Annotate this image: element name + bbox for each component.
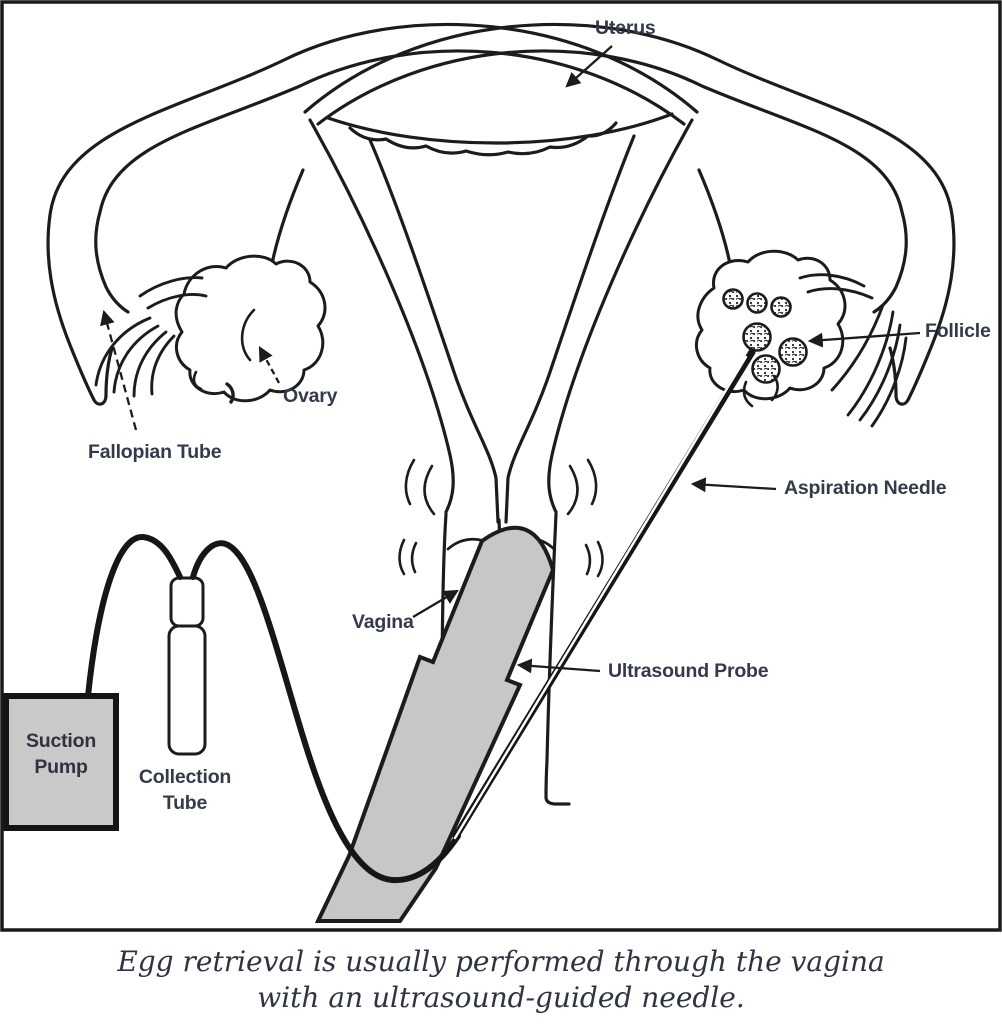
figure-border	[0, 0, 1002, 932]
right-tube-outer	[303, 22, 956, 406]
left-ovary	[174, 254, 327, 404]
vagina-wall-right	[544, 512, 571, 806]
ultrasound-probe-arrow	[516, 658, 601, 674]
follicles	[722, 288, 808, 384]
aspiration-needle	[452, 348, 756, 840]
label-ovary: Ovary	[283, 385, 338, 407]
fallopian-tube-arrow	[100, 309, 138, 431]
vagina-arrow	[412, 589, 459, 618]
caption-line-1: Egg retrieval is usually performed throu…	[117, 945, 885, 978]
label-collection-tube: Collection Tube	[138, 766, 232, 814]
right-ovary	[694, 249, 847, 408]
label-ultrasound-probe: Ultrasound Probe	[608, 660, 769, 682]
left-fimbriae	[94, 276, 208, 398]
label-vagina: Vagina	[352, 611, 414, 633]
ovary-arrow	[258, 346, 281, 384]
anatomy-illustration	[0, 0, 1002, 932]
right-tube-inner	[316, 49, 908, 314]
label-aspiration-needle: Aspiration Needle	[784, 477, 947, 499]
figure-caption: Egg retrieval is usually performed throu…	[0, 944, 1002, 1016]
uterus-arrow	[565, 45, 613, 88]
suction-pump	[3, 693, 119, 831]
label-uterus: Uterus	[595, 17, 656, 39]
collection-tube	[167, 576, 207, 756]
caption-line-2: with an ultrasound-guided needle.	[257, 981, 745, 1014]
suction-tubing	[85, 534, 461, 884]
annotation-arrows	[100, 45, 921, 674]
ultrasound-probe	[314, 525, 556, 923]
left-tube-inner	[94, 49, 686, 314]
aspiration-needle-arrow	[690, 477, 777, 493]
label-follicle: Follicle	[925, 320, 991, 342]
follicle-arrow	[807, 331, 921, 348]
label-fallopian-tube: Fallopian Tube	[88, 441, 222, 463]
left-tube-outer	[46, 22, 699, 406]
label-suction-pump: Suction Pump	[25, 730, 97, 778]
